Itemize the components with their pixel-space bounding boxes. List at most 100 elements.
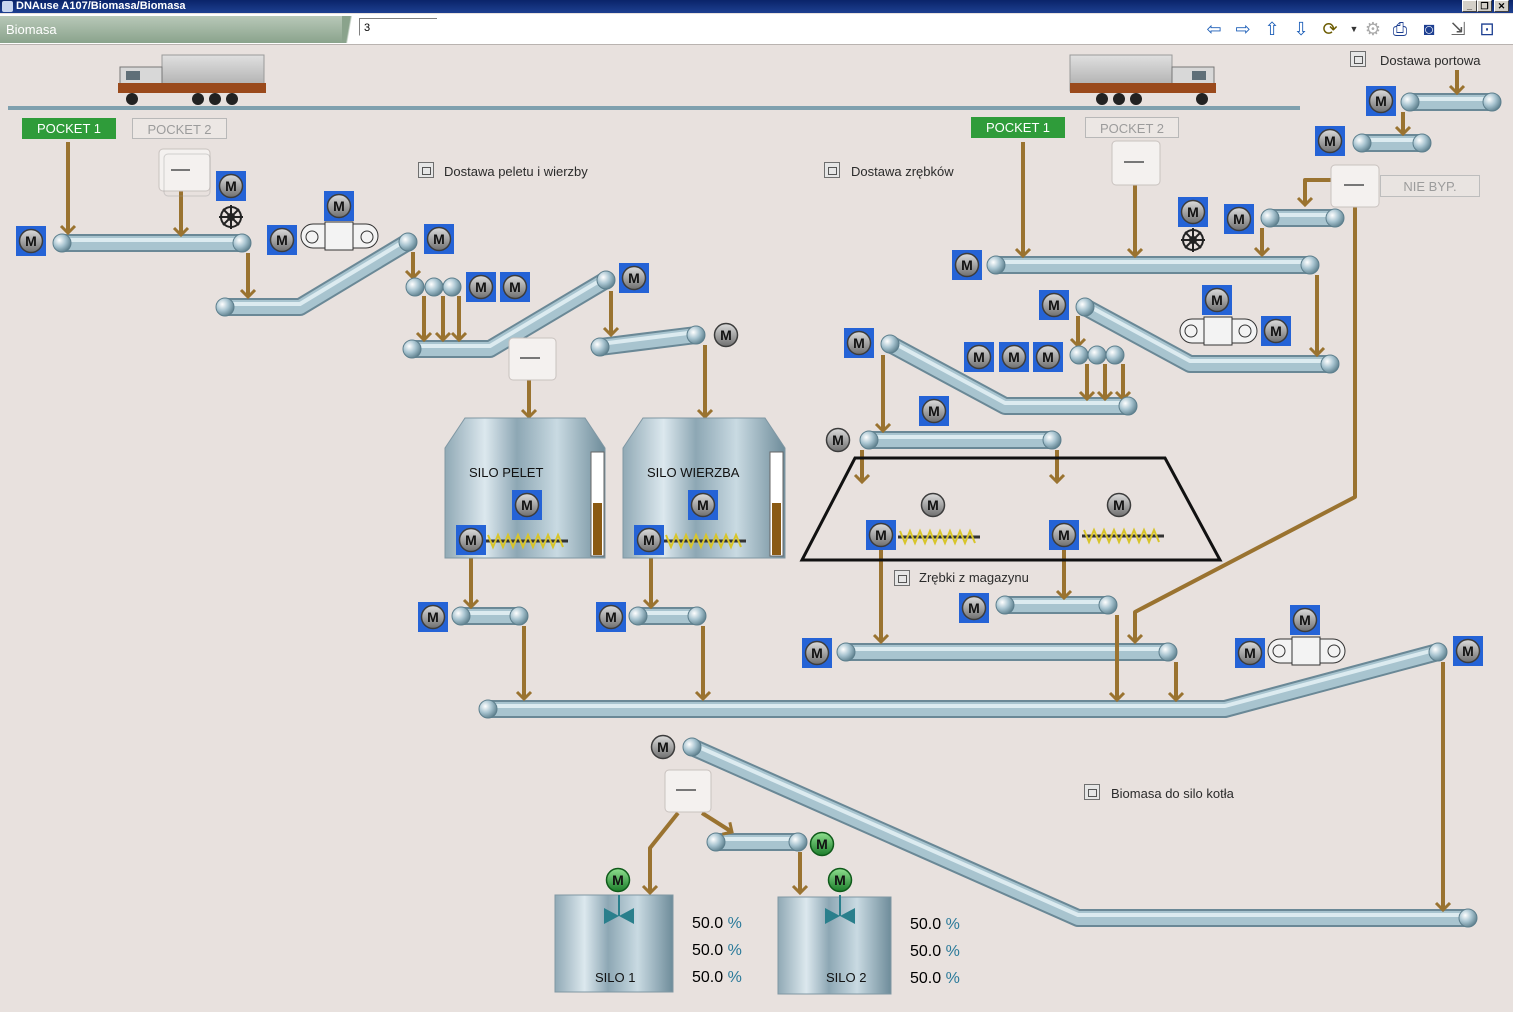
silo-2-level-3-value: 50.0	[910, 970, 942, 987]
motor-icon[interactable]: M	[1235, 638, 1265, 668]
motor-label: M	[521, 497, 533, 513]
motor-icon[interactable]: M	[418, 602, 448, 632]
close-button[interactable]: ✕	[1494, 0, 1509, 12]
motor-icon[interactable]: M	[216, 171, 246, 201]
arrow-up-icon[interactable]: ⇧	[1264, 19, 1280, 39]
motor-icon[interactable]: M	[688, 490, 718, 520]
diverter-gate-4[interactable]	[1330, 164, 1380, 208]
motor-icon[interactable]: M	[424, 224, 454, 254]
motor-icon[interactable]: M	[500, 272, 530, 302]
motor-icon[interactable]: M	[650, 734, 676, 760]
silo-2-label: SILO 2	[826, 970, 867, 985]
motor-label: M	[928, 403, 940, 419]
motor-icon[interactable]: M	[1261, 316, 1291, 346]
motor-icon[interactable]: M	[920, 492, 946, 518]
motor-icon[interactable]: M	[1049, 520, 1079, 550]
motor-icon[interactable]: M	[16, 226, 46, 256]
pocket-1-left[interactable]: POCKET 1	[22, 118, 116, 139]
nav-chips-delivery[interactable]: Dostawa zrębków	[851, 164, 954, 179]
window-icon[interactable]	[1350, 51, 1366, 67]
pocket-2-left[interactable]: POCKET 2	[132, 118, 227, 139]
diverter-gate-2[interactable]	[508, 337, 557, 381]
arrow-right-icon[interactable]: ⇨	[1235, 19, 1251, 39]
motor-label: M	[427, 609, 439, 625]
conveyor-outline	[688, 738, 1468, 927]
motor-icon[interactable]: M	[466, 272, 496, 302]
silo-2-level-3: 50.0 %	[910, 970, 960, 988]
screen-number-input[interactable]: 3	[359, 18, 437, 36]
diverter-gate-1[interactable]	[158, 148, 211, 197]
diverter-gate-3[interactable]	[1111, 140, 1161, 186]
window-icon[interactable]	[824, 162, 840, 178]
motor-icon[interactable]: M	[634, 525, 664, 555]
motor-icon[interactable]: M	[456, 525, 486, 555]
motor-icon[interactable]: M	[825, 427, 851, 453]
silo-1-level-1-value: 50.0	[692, 915, 724, 932]
settings-icon[interactable]: ⚙	[1364, 19, 1382, 39]
flow-arrow-icon	[1048, 473, 1066, 485]
motor-icon[interactable]: M	[1315, 126, 1345, 156]
motor-icon[interactable]: M	[1224, 204, 1254, 234]
motor-label: M	[1008, 349, 1020, 365]
motor-body	[846, 330, 872, 356]
motor-icon[interactable]: M	[1453, 636, 1483, 666]
conveyor-roller	[1075, 297, 1095, 317]
motor-icon[interactable]: M	[512, 490, 542, 520]
motor-icon[interactable]: M	[959, 593, 989, 623]
chevron-down-icon[interactable]: ▼	[1349, 24, 1359, 34]
zoom-icon[interactable]: ⊡	[1479, 19, 1495, 39]
restore-button[interactable]: ❐	[1477, 0, 1492, 12]
flow-arrow-icon	[872, 633, 890, 645]
bypass-status[interactable]: NIE BYP.	[1380, 175, 1480, 197]
motor-icon[interactable]: M	[866, 520, 896, 550]
motor-label: M	[832, 432, 844, 448]
motor-icon[interactable]: M	[1033, 342, 1063, 372]
window-icon[interactable]	[418, 162, 434, 178]
conveyor-highlight	[599, 330, 697, 346]
motor-icon[interactable]: M	[802, 638, 832, 668]
motor-icon[interactable]: M	[964, 342, 994, 372]
motor-icon[interactable]: M	[605, 867, 631, 893]
motor-icon[interactable]: M	[827, 867, 853, 893]
nav-port-delivery[interactable]: Dostawa portowa	[1380, 53, 1481, 68]
motor-icon[interactable]: M	[1202, 285, 1232, 315]
motor-icon[interactable]: M	[809, 831, 835, 857]
window-icon[interactable]	[894, 570, 910, 586]
motor-icon[interactable]: M	[1178, 197, 1208, 227]
diverter-gate-5[interactable]	[664, 769, 712, 813]
motor-icon[interactable]: M	[619, 263, 649, 293]
motor-icon[interactable]: M	[267, 225, 297, 255]
motor-body	[1180, 199, 1206, 225]
conveyor-roller	[1158, 642, 1178, 662]
nav-biomass-to-boiler[interactable]: Biomasa do silo kotła	[1111, 786, 1234, 801]
print-icon[interactable]: ⎙	[1392, 19, 1408, 39]
nav-chips-from-storage[interactable]: Zrębki z magazynu	[919, 570, 1029, 585]
motor-label: M	[465, 532, 477, 548]
pocket-2-right[interactable]: POCKET 2	[1085, 117, 1179, 138]
motor-icon[interactable]: M	[713, 322, 739, 348]
motor-icon[interactable]: M	[952, 250, 982, 280]
motor-icon[interactable]: M	[999, 342, 1029, 372]
motor-icon[interactable]: M	[596, 602, 626, 632]
camera-icon[interactable]: ◙	[1423, 19, 1435, 39]
motor-icon[interactable]: M	[324, 191, 354, 221]
window-icon[interactable]	[1084, 784, 1100, 800]
history-icon[interactable]: ⟳	[1322, 19, 1338, 39]
arrow-down-icon[interactable]: ⇩	[1293, 19, 1309, 39]
motor-icon[interactable]: M	[1106, 492, 1132, 518]
nav-pellet-delivery[interactable]: Dostawa peletu i wierzby	[444, 164, 588, 179]
motor-body	[502, 274, 528, 300]
conveyor-belt	[886, 337, 1128, 413]
motor-icon[interactable]: M	[919, 396, 949, 426]
minimize-button[interactable]: _	[1462, 0, 1477, 12]
motor-icon[interactable]: M	[844, 328, 874, 358]
window-titlebar: DNAuse A107/Biomasa/Biomasa _ ❐ ✕	[0, 0, 1513, 13]
motor-icon[interactable]: M	[1290, 605, 1320, 635]
motor-icon[interactable]: M	[1366, 86, 1396, 116]
pocket-1-right[interactable]: POCKET 1	[971, 117, 1065, 138]
tab-biomasa[interactable]: Biomasa	[0, 16, 342, 43]
motor-icon[interactable]: M	[1039, 290, 1069, 320]
motor-body	[426, 226, 452, 252]
export-icon[interactable]: ⇲	[1450, 19, 1466, 39]
arrow-left-icon[interactable]: ⇦	[1206, 19, 1222, 39]
